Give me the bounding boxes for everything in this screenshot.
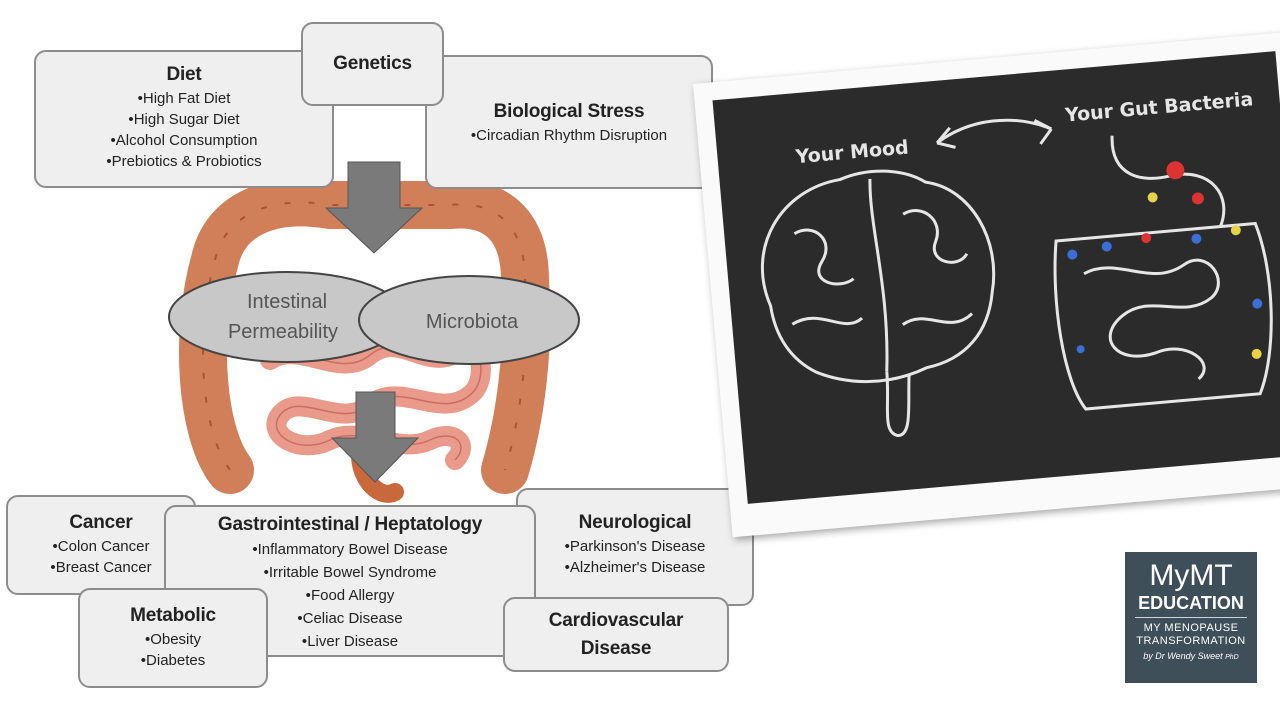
chalk-drawing: Your Mood Your Gut Bacteria	[760, 88, 1273, 438]
your-gut-bacteria-label: Your Gut Bacteria	[1063, 88, 1254, 126]
your-mood-label: Your Mood	[794, 136, 910, 168]
cardiovascular-title: Cardiovascular Disease	[548, 609, 684, 659]
list-item: Breast Cancer	[8, 557, 194, 578]
mood-gut-photo: Your Mood Your Gut Bacteria	[693, 31, 1280, 538]
neurological-box: Neurological Parkinson's Disease Alzheim…	[516, 488, 754, 606]
neurological-title: Neurological	[578, 512, 692, 533]
list-item: Diabetes	[80, 650, 266, 671]
list-item: Alzheimer's Disease	[518, 557, 752, 578]
metabolic-title: Metabolic	[130, 605, 216, 626]
list-item: Obesity	[80, 629, 266, 650]
list-item: Inflammatory Bowel Disease	[166, 538, 534, 561]
cancer-title: Cancer	[69, 512, 133, 533]
ellipse-label-line2: Permeability	[228, 321, 338, 343]
logo-line-3a: MY MENOPAUSE	[1143, 622, 1239, 634]
logo-line-3b: TRANSFORMATION	[1136, 635, 1246, 647]
list-item: Alcohol Consumption	[36, 130, 332, 151]
microbiota-ellipse: Microbiota	[358, 275, 580, 365]
down-arrow-top	[324, 161, 424, 254]
down-arrow-bottom	[330, 391, 420, 483]
metabolic-box: Metabolic Obesity Diabetes	[78, 588, 268, 688]
list-item: Irritable Bowel Syndrome	[166, 561, 534, 584]
logo-author: by Dr Wendy Sweet	[1143, 651, 1223, 661]
gastro-list: Inflammatory Bowel Disease Irritable Bow…	[166, 538, 534, 653]
microbiota-label: Microbiota	[426, 311, 519, 333]
cancer-list: Colon Cancer Breast Cancer	[8, 536, 194, 578]
ellipse-label-line1: Intestinal	[247, 291, 327, 313]
genetics-title: Genetics	[333, 53, 412, 74]
gut-health-diagram: Intestinal Permeability Microbiota	[168, 161, 580, 503]
biological-stress-title: Biological Stress	[493, 101, 645, 122]
list-item: Circadian Rhythm Disruption	[427, 125, 711, 146]
chalkboard: Your Mood Your Gut Bacteria	[712, 51, 1280, 504]
diet-list: High Fat Diet High Sugar Diet Alcohol Co…	[36, 88, 332, 172]
diet-box: Diet High Fat Diet High Sugar Diet Alcoh…	[34, 50, 334, 188]
list-item: Liver Disease	[166, 630, 534, 653]
list-item: Food Allergy	[166, 584, 534, 607]
brain-icon	[760, 169, 996, 438]
metabolic-list: Obesity Diabetes	[80, 629, 266, 671]
mymt-education-logo: MyMT EDUCATION MY MENOPAUSE TRANSFORMATI…	[1125, 552, 1257, 683]
list-item: Parkinson's Disease	[518, 536, 752, 557]
bacteria-icons	[1067, 161, 1263, 359]
gastro-box: Gastrointestinal / Heptatology Inflammat…	[164, 505, 536, 657]
genetics-box: Genetics	[301, 22, 444, 106]
gut-icon	[1053, 135, 1273, 411]
logo-line-4: by Dr Wendy Sweet PhD	[1125, 651, 1257, 661]
intestinal-permeability-ellipse: Intestinal Permeability	[168, 271, 406, 363]
logo-suffix: PhD	[1225, 654, 1239, 661]
diet-title: Diet	[166, 64, 202, 85]
list-item: Prebiotics & Probiotics	[36, 151, 332, 172]
logo-line-1: MyMT	[1149, 559, 1233, 592]
list-item: Colon Cancer	[8, 536, 194, 557]
logo-line-2: EDUCATION	[1135, 592, 1247, 618]
neurological-list: Parkinson's Disease Alzheimer's Disease	[518, 536, 752, 578]
biological-stress-list: Circadian Rhythm Disruption	[427, 125, 711, 146]
gastro-title: Gastrointestinal / Heptatology	[217, 514, 483, 535]
list-item: High Sugar Diet	[36, 109, 332, 130]
biological-stress-box: Biological Stress Circadian Rhythm Disru…	[425, 55, 713, 189]
cardiovascular-box: Cardiovascular Disease	[503, 597, 729, 672]
double-arrow-icon	[935, 118, 1053, 149]
list-item: High Fat Diet	[36, 88, 332, 109]
list-item: Celiac Disease	[166, 607, 534, 630]
